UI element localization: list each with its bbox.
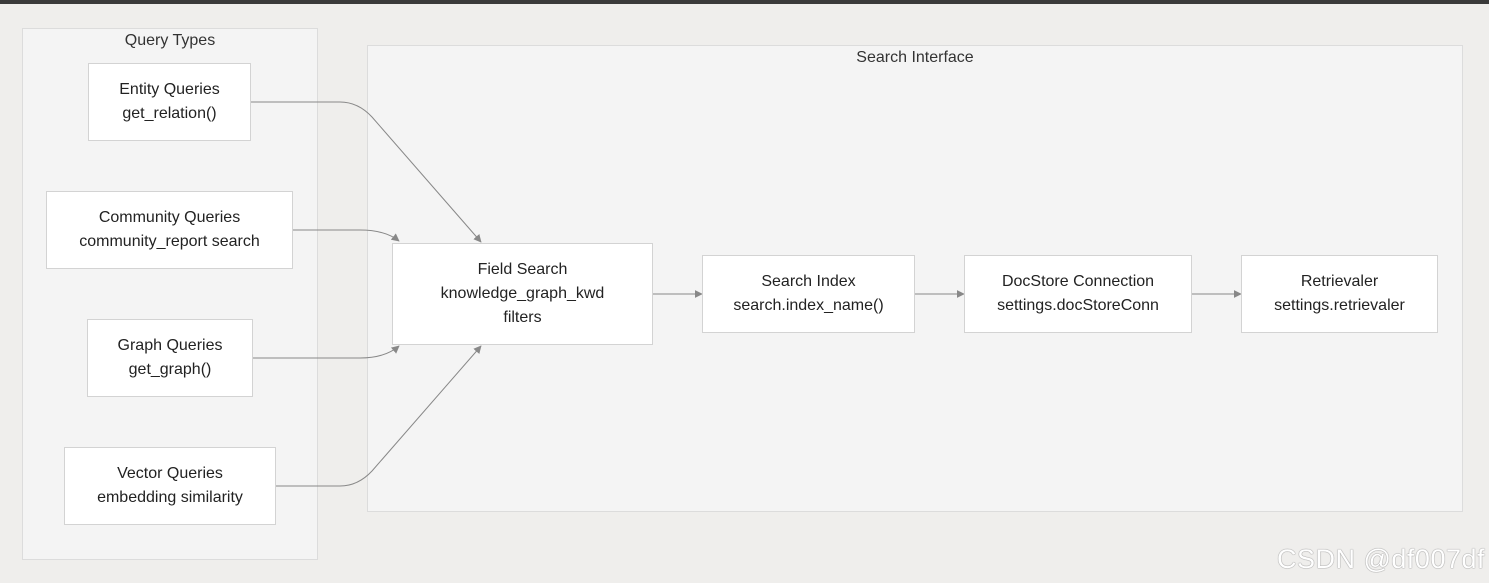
node-docstore-connection-title: DocStore Connection — [1001, 273, 1155, 290]
node-field-search-detail: knowledge_graph_kwd — [440, 285, 605, 302]
node-field-search-extra: filters — [503, 309, 542, 326]
node-community-queries-title: Community Queries — [98, 209, 241, 226]
edge-vector-to-field — [276, 345, 482, 487]
node-search-index-title: Search Index — [761, 273, 856, 290]
node-search-index: Search Index search.index_name() — [702, 255, 915, 333]
node-field-search-title: Field Search — [477, 261, 568, 278]
node-retrievaler-detail: settings.retrievaler — [1274, 297, 1405, 314]
node-docstore-connection: DocStore Connection settings.docStoreCon… — [964, 255, 1192, 333]
node-entity-queries-title: Entity Queries — [119, 81, 220, 98]
node-vector-queries-detail: embedding similarity — [97, 489, 243, 506]
node-graph-queries: Graph Queries get_graph() — [87, 319, 253, 397]
node-vector-queries-title: Vector Queries — [117, 465, 223, 482]
node-search-index-detail: search.index_name() — [733, 297, 884, 314]
node-graph-queries-title: Graph Queries — [117, 337, 223, 354]
node-vector-queries: Vector Queries embedding similarity — [64, 447, 276, 525]
watermark-text: CSDN @df007df — [1277, 544, 1485, 574]
group-query-types-title: Query Types — [124, 32, 216, 49]
node-community-queries-detail: community_report search — [79, 233, 260, 250]
edge-entity-to-field — [251, 101, 482, 243]
window-top-bar — [0, 0, 1489, 4]
node-graph-queries-detail: get_graph() — [128, 361, 212, 378]
node-community-queries: Community Queries community_report searc… — [46, 191, 293, 269]
node-docstore-connection-detail: settings.docStoreConn — [997, 297, 1159, 314]
node-field-search: Field Search knowledge_graph_kwd filters — [392, 243, 653, 345]
node-retrievaler: Retrievaler settings.retrievaler — [1241, 255, 1438, 333]
node-retrievaler-title: Retrievaler — [1300, 273, 1379, 290]
group-search-interface-title: Search Interface — [856, 49, 974, 66]
node-entity-queries: Entity Queries get_relation() — [88, 63, 251, 141]
edge-graph-to-field — [253, 345, 400, 359]
node-entity-queries-detail: get_relation() — [122, 105, 217, 122]
edge-community-to-field — [293, 229, 400, 242]
